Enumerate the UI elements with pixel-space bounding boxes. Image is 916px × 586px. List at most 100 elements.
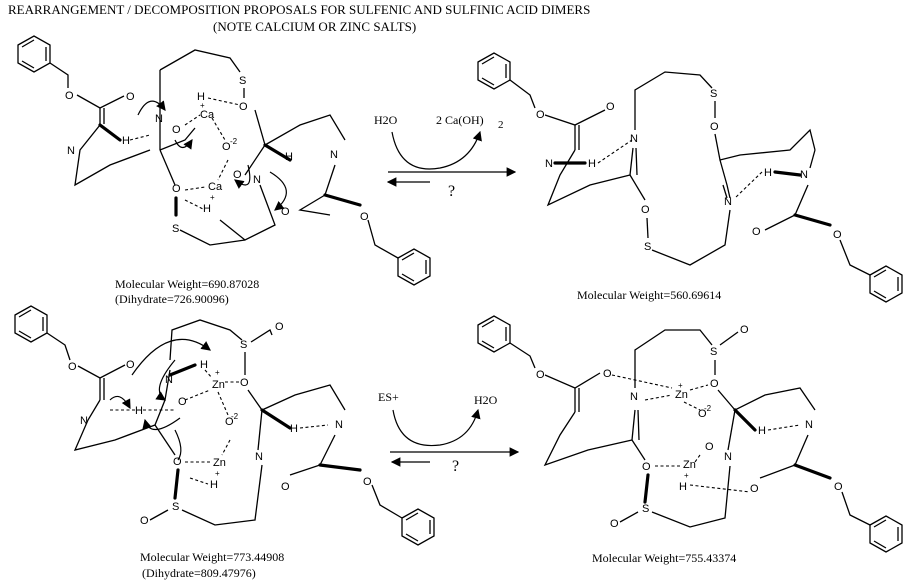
svg-text:O: O: [173, 456, 182, 468]
svg-text:N: N: [255, 451, 263, 463]
svg-text:H: H: [290, 423, 298, 435]
svg-text:O: O: [610, 518, 619, 530]
svg-text:-2: -2: [231, 412, 239, 421]
svg-text:+: +: [200, 101, 205, 110]
svg-text:S: S: [240, 339, 247, 351]
hydrate-top-left: (Dihydrate=726.90096): [115, 292, 229, 306]
svg-text:N: N: [630, 133, 638, 145]
svg-text:S: S: [644, 241, 651, 253]
mw-top-left: Molecular Weight=690.87028: [115, 277, 259, 291]
svg-text:S: S: [710, 346, 717, 358]
svg-text:N: N: [80, 415, 88, 427]
svg-text:Ca: Ca: [208, 181, 223, 193]
svg-text:H: H: [203, 203, 211, 215]
product-top-subscript: 2: [498, 119, 504, 131]
reagent-top: H2O: [374, 113, 398, 127]
svg-text:O: O: [698, 408, 707, 420]
svg-text:O: O: [239, 101, 248, 113]
scheme-subtitle: (NOTE CALCIUM OR ZINC SALTS): [213, 19, 416, 34]
svg-text:O: O: [642, 461, 651, 473]
svg-text:Ca: Ca: [200, 109, 215, 121]
svg-text:Zn: Zn: [675, 389, 688, 401]
svg-text:O: O: [705, 441, 714, 453]
svg-text:-2: -2: [230, 137, 238, 146]
question-bottom: ?: [452, 458, 459, 475]
svg-text:S: S: [642, 503, 649, 515]
svg-text:O: O: [360, 211, 369, 223]
svg-text:N: N: [800, 169, 808, 181]
svg-text:O: O: [603, 368, 612, 380]
svg-text:N: N: [724, 451, 732, 463]
svg-text:O: O: [833, 229, 842, 241]
svg-text:N: N: [335, 419, 343, 431]
svg-text:O: O: [65, 90, 74, 102]
structure-bottom-right: O O N S O O + Zn O -2 N H O N O Zn + H: [477, 315, 903, 553]
mw-bottom-left: Molecular Weight=773.44908: [140, 550, 284, 564]
svg-text:Zn: Zn: [212, 379, 225, 391]
svg-text:O: O: [275, 321, 284, 333]
mw-bottom-right: Molecular Weight=755.43374: [592, 551, 736, 565]
svg-text:N: N: [724, 196, 732, 208]
svg-text:Zn: Zn: [213, 457, 226, 469]
svg-text:H: H: [210, 479, 218, 491]
svg-text:H: H: [197, 91, 205, 103]
svg-text:O: O: [710, 378, 719, 390]
reaction-top: H2O 2 Ca(OH) 2 ?: [374, 113, 517, 200]
question-top: ?: [448, 183, 455, 200]
svg-text:H: H: [679, 481, 687, 493]
svg-text:+: +: [684, 471, 689, 480]
svg-text:-2: -2: [704, 404, 712, 413]
svg-text:O: O: [281, 206, 290, 218]
hydrate-bottom-left: (Dihydrate=809.47976): [142, 566, 256, 580]
svg-text:O: O: [606, 101, 615, 113]
svg-text:Zn: Zn: [683, 459, 696, 471]
svg-text:+: +: [678, 381, 683, 390]
product-bottom: H2O: [474, 393, 498, 407]
product-top: 2 Ca(OH): [436, 113, 484, 127]
svg-text:O: O: [536, 109, 545, 121]
svg-text:H: H: [285, 151, 293, 163]
svg-text:S: S: [172, 501, 179, 513]
mw-top-right: Molecular Weight=560.69614: [577, 288, 721, 302]
svg-text:O: O: [641, 204, 650, 216]
svg-text:O: O: [750, 483, 759, 495]
svg-text:S: S: [239, 75, 246, 87]
svg-text:O: O: [752, 226, 761, 238]
svg-text:S: S: [172, 223, 179, 235]
svg-text:O: O: [126, 91, 135, 103]
svg-text:+: +: [215, 469, 220, 478]
svg-text:N: N: [805, 419, 813, 431]
svg-text:H: H: [588, 158, 596, 170]
svg-text:N: N: [253, 174, 261, 186]
svg-text:O: O: [222, 141, 231, 153]
svg-text:O: O: [172, 124, 181, 136]
svg-text:O: O: [140, 515, 149, 527]
structure-top-left: O O N H S O N O H + Ca O -2 N H O N: [17, 35, 431, 286]
svg-text:N: N: [545, 158, 553, 170]
svg-text:O: O: [240, 377, 249, 389]
svg-text:+: +: [215, 368, 220, 377]
svg-text:O: O: [172, 183, 181, 195]
svg-text:O: O: [536, 369, 545, 381]
svg-text:S: S: [710, 88, 717, 100]
svg-text:O: O: [233, 169, 242, 181]
svg-text:O: O: [68, 361, 77, 373]
svg-text:H: H: [122, 135, 130, 147]
svg-text:O: O: [710, 121, 719, 133]
svg-text:H: H: [200, 359, 208, 371]
svg-text:+: +: [210, 193, 215, 202]
reaction-bottom: ES+ H2O ?: [378, 390, 520, 475]
svg-text:H: H: [764, 167, 772, 179]
svg-text:H: H: [758, 425, 766, 437]
scheme-title: REARRANGEMENT / DECOMPOSITION PROPOSALS …: [8, 2, 590, 17]
structure-top-right: O O N H N S O N O S N H O O: [477, 52, 903, 303]
svg-text:O: O: [178, 396, 187, 408]
svg-text:N: N: [155, 113, 163, 125]
svg-text:O: O: [834, 481, 843, 493]
svg-text:O: O: [281, 481, 290, 493]
svg-text:N: N: [330, 149, 338, 161]
svg-text:O: O: [740, 324, 749, 336]
structure-bottom-left: O O N H O N H S O O + Zn O -2 N H N: [14, 305, 435, 546]
svg-text:O: O: [126, 359, 135, 371]
